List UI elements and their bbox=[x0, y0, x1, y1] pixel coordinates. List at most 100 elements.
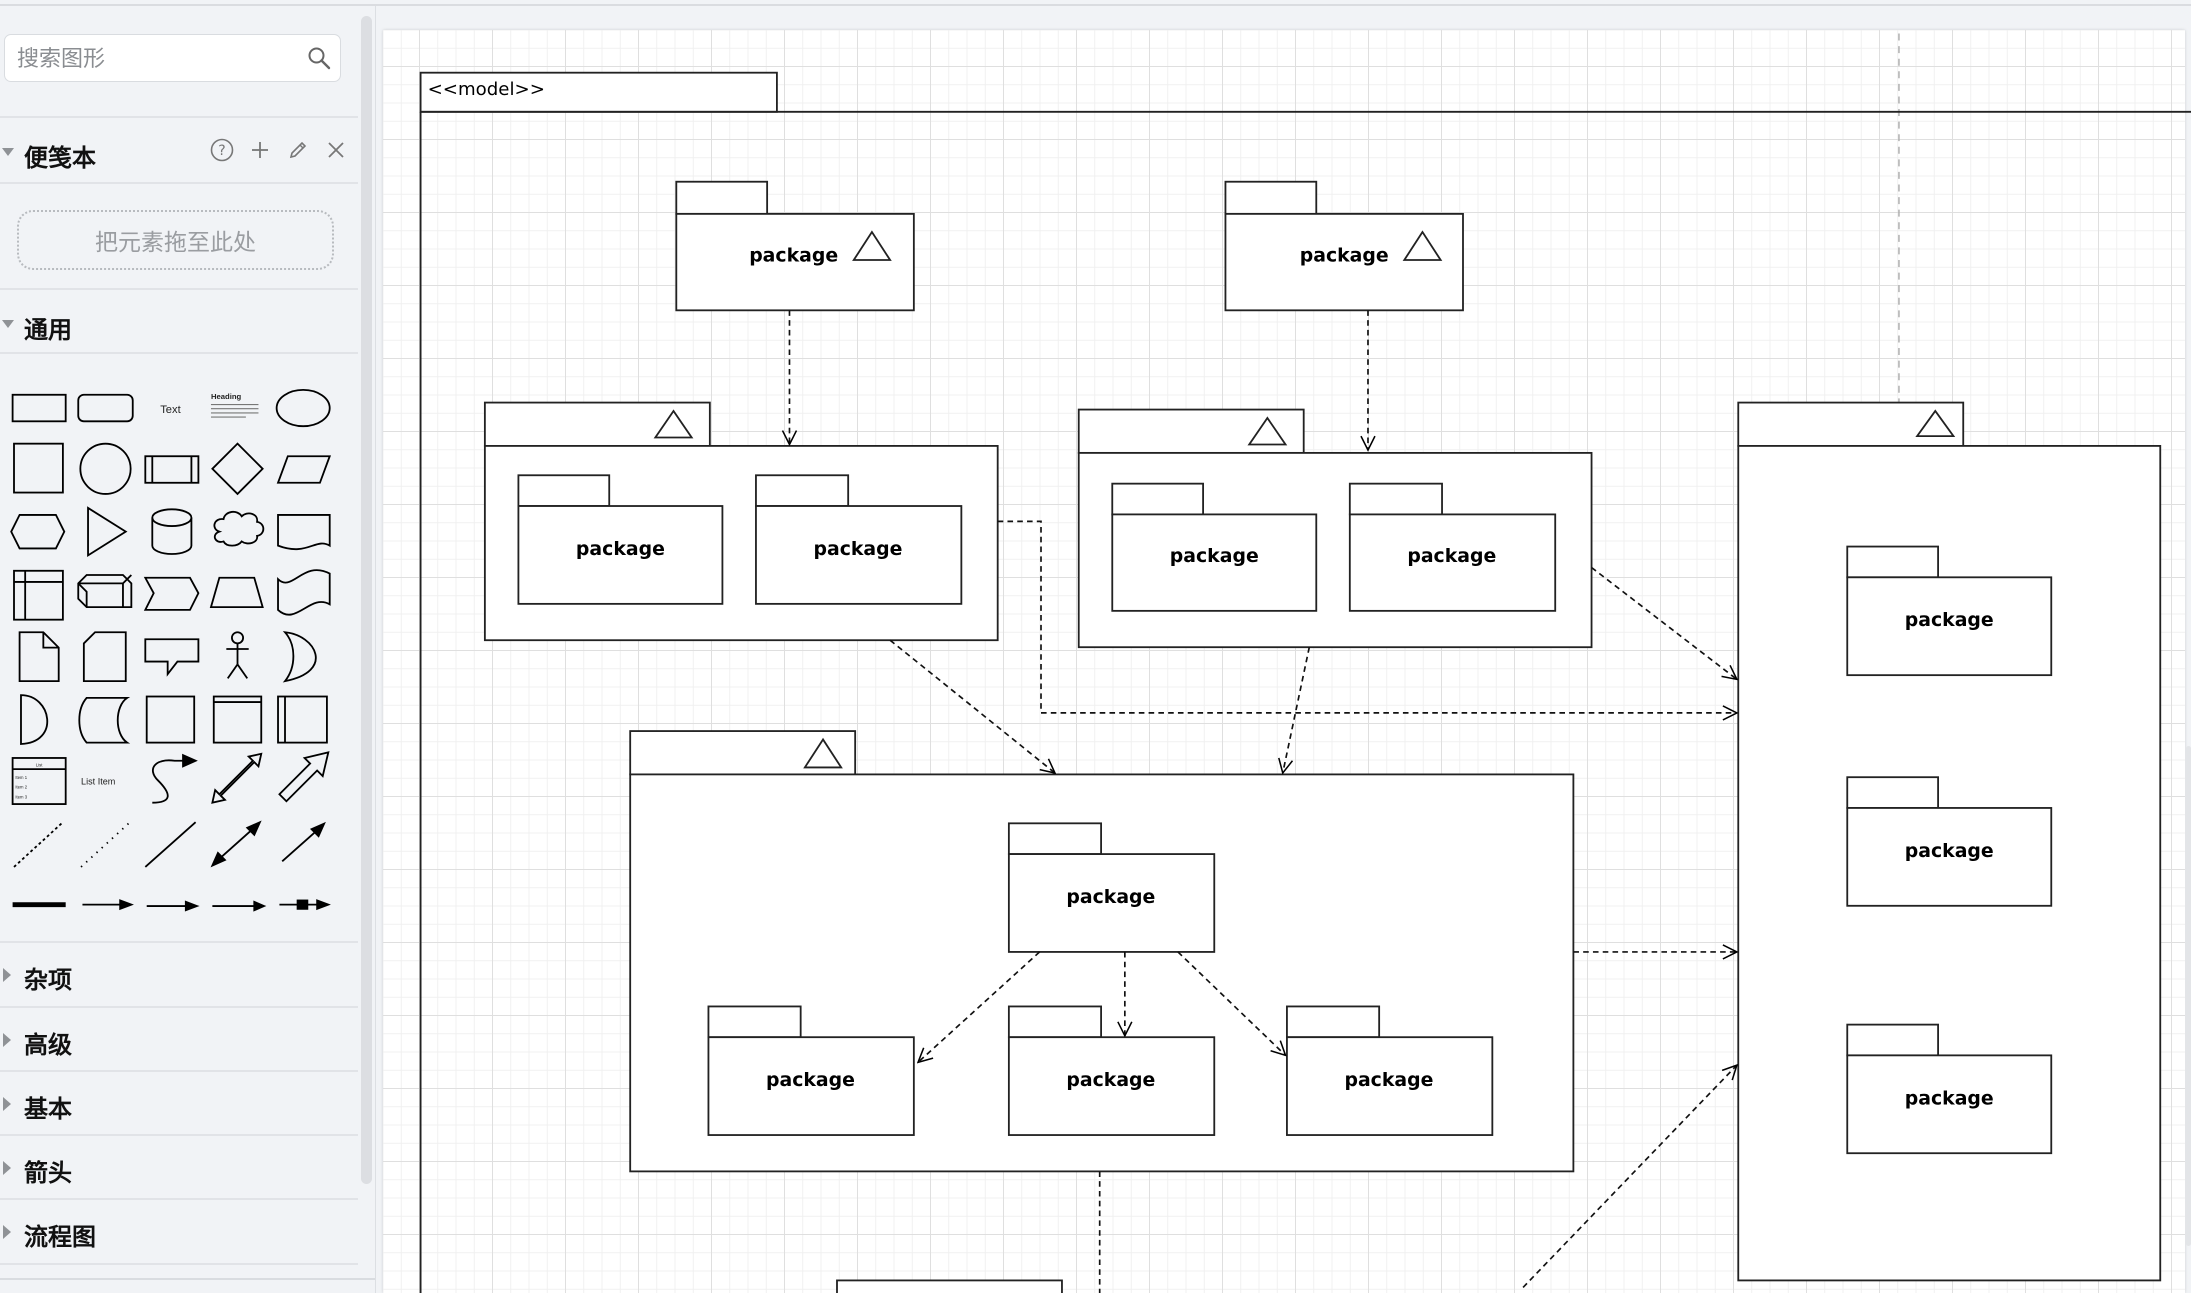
divider bbox=[0, 1006, 358, 1008]
advanced-section-header[interactable]: 高级 bbox=[0, 1011, 358, 1071]
shape-card[interactable] bbox=[82, 631, 127, 683]
package-group-middle[interactable]: package package bbox=[1077, 408, 1593, 649]
shape-cloud[interactable] bbox=[213, 510, 265, 547]
shape-container-with-title[interactable] bbox=[212, 695, 263, 744]
search-icon[interactable] bbox=[306, 45, 332, 71]
shape-list-item[interactable]: List Item bbox=[81, 777, 115, 787]
shape-directional-connector[interactable] bbox=[281, 821, 326, 863]
arrows-section-header[interactable]: 箭头 bbox=[0, 1139, 358, 1199]
shape-curve[interactable] bbox=[152, 759, 186, 804]
shape-connector-with-2-labels[interactable] bbox=[146, 900, 200, 912]
package-middle-2[interactable]: package bbox=[1348, 482, 1557, 612]
dependency-arrow[interactable] bbox=[1522, 1065, 1737, 1288]
package-middle-1[interactable]: package bbox=[1111, 482, 1318, 612]
general-section-header[interactable]: 通用 bbox=[0, 296, 358, 356]
model-label: <<model>> bbox=[428, 79, 545, 100]
dropzone-hint: 把元素拖至此处 bbox=[95, 230, 256, 256]
dependency-arrow[interactable] bbox=[1177, 951, 1286, 1055]
dependency-arrow[interactable] bbox=[997, 520, 1737, 713]
divider bbox=[0, 116, 358, 118]
shape-or[interactable] bbox=[282, 631, 317, 683]
svg-text:package: package bbox=[1905, 609, 1994, 631]
shapes-sidebar: 便笺本 ? 把元素拖至此处 通用 T bbox=[0, 6, 376, 1293]
shape-step[interactable] bbox=[143, 576, 200, 611]
package-bottom-1[interactable]: package bbox=[707, 1005, 915, 1136]
shape-parallelogram[interactable] bbox=[276, 455, 332, 484]
shape-list[interactable]: List Item 1 Item 2 Item 3 bbox=[11, 757, 67, 805]
shape-arrow[interactable] bbox=[278, 751, 330, 803]
package-right-1[interactable]: package bbox=[1846, 545, 2053, 677]
shape-callout[interactable] bbox=[144, 638, 200, 677]
dependency-arrow[interactable] bbox=[889, 639, 1055, 773]
scratchpad-section-header[interactable]: 便笺本 ? bbox=[0, 124, 358, 184]
shape-process[interactable] bbox=[144, 455, 200, 484]
package-group-left[interactable]: package package bbox=[483, 401, 999, 642]
basic-section-header[interactable]: 基本 bbox=[0, 1075, 358, 1135]
add-icon[interactable] bbox=[248, 136, 272, 164]
model-frame[interactable]: <<model>> bbox=[419, 71, 2191, 1293]
search-shapes-box[interactable] bbox=[4, 34, 341, 83]
flowchart-section-header[interactable]: 流程图 bbox=[0, 1203, 358, 1263]
misc-section-header[interactable]: 杂项 bbox=[0, 946, 358, 1006]
package-right-3[interactable]: package bbox=[1846, 1023, 2053, 1155]
package-group-bottom[interactable]: package package package package bbox=[629, 730, 1575, 1173]
shape-document[interactable] bbox=[277, 513, 331, 551]
shape-and[interactable] bbox=[20, 694, 49, 745]
collapsed-caret-icon bbox=[3, 1033, 11, 1047]
shape-rounded-rectangle[interactable] bbox=[77, 393, 134, 423]
shape-bidirectional-arrow[interactable] bbox=[211, 752, 263, 804]
shape-connector-with-symbol[interactable] bbox=[279, 899, 331, 911]
package-top-right[interactable]: package bbox=[1224, 180, 1464, 312]
package-bottom-3[interactable]: package bbox=[1286, 1005, 1494, 1136]
shape-internal-storage[interactable] bbox=[13, 569, 64, 621]
shape-bidirectional-connector[interactable] bbox=[210, 820, 262, 868]
edit-pencil-icon[interactable] bbox=[286, 136, 310, 164]
package-group-right[interactable]: package package package bbox=[1737, 401, 2162, 1282]
shape-cube[interactable] bbox=[77, 574, 133, 609]
expand-caret-icon bbox=[2, 320, 14, 328]
scratchpad-dropzone[interactable]: 把元素拖至此处 bbox=[17, 210, 334, 270]
shape-heading-textbox[interactable]: Heading bbox=[210, 392, 259, 418]
shape-connector-with-3-labels[interactable] bbox=[212, 900, 267, 912]
canvas-scrollbar[interactable] bbox=[2186, 746, 2191, 1246]
package-right-2[interactable]: package bbox=[1846, 776, 2053, 907]
divider bbox=[0, 1198, 358, 1200]
dependency-arrow[interactable] bbox=[1591, 566, 1737, 680]
help-icon[interactable]: ? bbox=[210, 136, 234, 164]
package-left-2[interactable]: package bbox=[755, 474, 963, 605]
shape-note[interactable] bbox=[18, 631, 60, 683]
package-partial-bottom[interactable] bbox=[836, 1279, 1063, 1293]
search-shapes-input[interactable] bbox=[15, 35, 299, 83]
shape-cylinder[interactable] bbox=[151, 508, 193, 555]
shape-connector-with-label[interactable] bbox=[82, 899, 134, 911]
package-bottom-center[interactable]: package bbox=[1007, 822, 1216, 953]
shape-ellipse[interactable] bbox=[275, 388, 331, 428]
shape-circle[interactable] bbox=[79, 442, 132, 495]
shape-data-storage[interactable] bbox=[78, 696, 131, 744]
close-icon[interactable] bbox=[324, 136, 348, 164]
shape-diamond[interactable] bbox=[211, 442, 264, 496]
shape-container[interactable] bbox=[145, 695, 196, 744]
package-left-1[interactable]: package bbox=[517, 474, 724, 605]
package-top-left[interactable]: package bbox=[675, 180, 915, 312]
package-bottom-2[interactable]: package bbox=[1007, 1005, 1216, 1136]
shape-square[interactable] bbox=[13, 442, 64, 494]
shape-hexagon[interactable] bbox=[10, 513, 66, 550]
shape-tape[interactable] bbox=[277, 569, 331, 616]
shape-curve-arrowhead bbox=[182, 753, 198, 768]
sidebar-scrollbar[interactable] bbox=[361, 16, 372, 1184]
shape-rectangle[interactable] bbox=[11, 393, 67, 423]
package-triangle-icon bbox=[852, 230, 892, 261]
section-title: 流程图 bbox=[24, 1223, 96, 1251]
shape-line[interactable] bbox=[144, 821, 197, 868]
shape-actor[interactable] bbox=[226, 631, 249, 679]
collapsed-caret-icon bbox=[3, 968, 11, 982]
svg-text:package: package bbox=[1344, 1069, 1433, 1091]
shape-triangle[interactable] bbox=[87, 506, 128, 558]
shape-text[interactable]: Text bbox=[160, 404, 181, 416]
shape-vertical-container[interactable] bbox=[277, 695, 328, 744]
scratchpad-title: 便笺本 bbox=[24, 144, 96, 172]
shape-trapezoid[interactable] bbox=[209, 576, 264, 609]
dependency-arrow[interactable] bbox=[918, 951, 1041, 1062]
dependency-arrow[interactable] bbox=[1283, 647, 1311, 773]
